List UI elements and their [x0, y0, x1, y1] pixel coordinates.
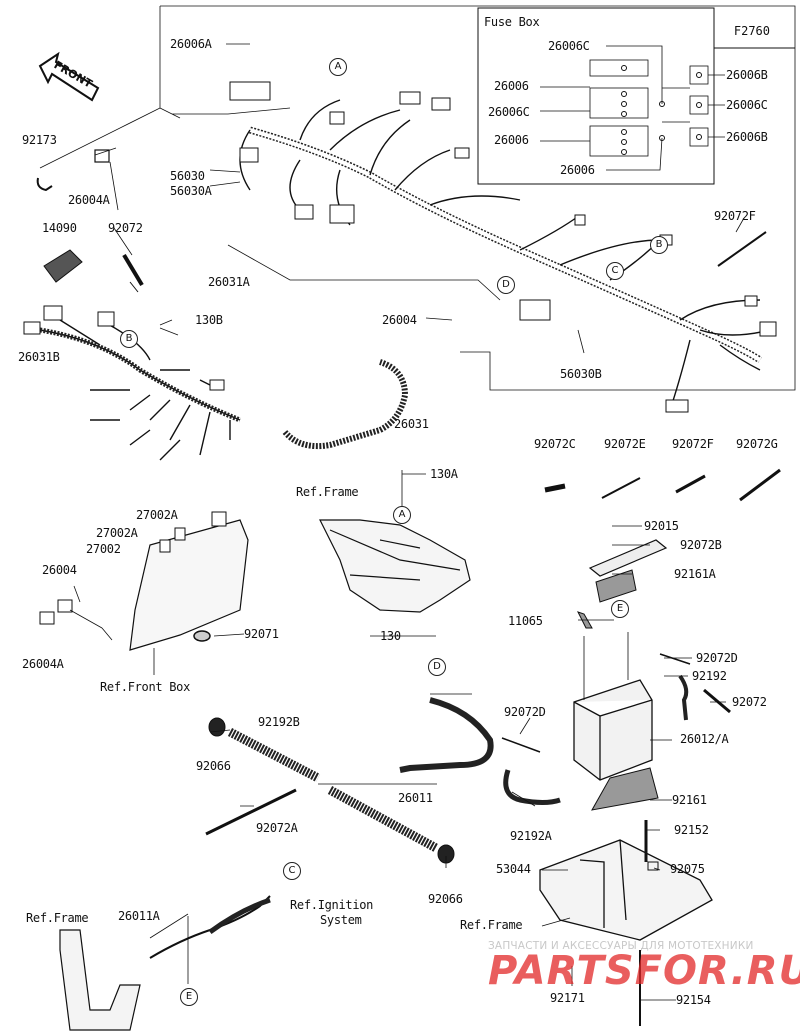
frame-left	[59, 929, 141, 1031]
part-label-26031A: 26031A	[208, 275, 250, 289]
part-label-92072D-mid: 92072D	[504, 705, 546, 719]
figure-code: F2760	[733, 24, 770, 38]
part-label-92171: 92171	[550, 991, 585, 1005]
part-label-92071: 92071	[244, 627, 279, 641]
fuse-label-26006B-bottom: 26006B	[726, 130, 768, 144]
front-box	[129, 519, 249, 651]
part-label-92072C: 92072C	[534, 437, 576, 451]
part-label-27002A-2: 27002A	[96, 526, 138, 540]
part-label-92192: 92192	[692, 669, 727, 683]
callout-e-bottom: E	[180, 988, 198, 1006]
part-label-26004-mid: 26004	[382, 313, 417, 327]
tube-92192A	[503, 769, 561, 805]
callout-a-top: A	[329, 58, 347, 76]
part-label-92072E: 92072E	[604, 437, 646, 451]
tie-92072A	[205, 788, 297, 836]
watermark-tagline: ЗАПЧАСТИ И АКСЕССУАРЫ ДЛЯ МОТОТЕХНИКИ	[488, 940, 754, 952]
watermark-logo: PARTSFOR.RU	[488, 948, 800, 994]
callout-d-top: D	[497, 276, 515, 294]
tube-92192B	[227, 728, 321, 782]
part-label-11065: 11065	[508, 614, 543, 628]
tie-92072C	[544, 483, 566, 493]
part-label-92015: 92015	[644, 519, 679, 533]
part-label-92154: 92154	[676, 993, 711, 1007]
part-label-53044: 53044	[496, 862, 531, 876]
part-label-92072D-right: 92072D	[696, 651, 738, 665]
part-label-92192B: 92192B	[258, 715, 300, 729]
fuse-box-panel	[477, 7, 715, 185]
fuse-label-26006C-mid: 26006C	[488, 105, 530, 119]
part-label-92072F-top: 92072F	[714, 209, 756, 223]
part-label-92066-right: 92066	[428, 892, 463, 906]
front-arrow-icon	[38, 51, 100, 102]
part-label-130A: 130A	[430, 467, 458, 481]
ref-ignition-line2: System	[320, 913, 362, 927]
cable-26011	[399, 697, 494, 773]
part-label-27002: 27002	[86, 542, 121, 556]
part-label-26031: 26031	[394, 417, 429, 431]
bracket-92072B	[588, 539, 668, 577]
frame-center	[319, 519, 471, 613]
tie-92072F	[675, 474, 706, 494]
callout-b-top: B	[650, 236, 668, 254]
harness-group-outline	[39, 5, 478, 169]
part-label-92152: 92152	[674, 823, 709, 837]
fuse-label-26006B-top: 26006B	[726, 68, 768, 82]
callout-c-bottom: C	[283, 862, 301, 880]
ref-frame-left: Ref.Frame	[26, 911, 89, 925]
part-label-130: 130	[380, 629, 401, 643]
tie-92072E	[601, 477, 641, 499]
part-label-130B: 130B	[195, 313, 223, 327]
part-label-56030B: 56030B	[560, 367, 602, 381]
ref-frame-right: Ref.Frame	[460, 918, 523, 932]
part-label-56030: 56030	[170, 169, 205, 183]
part-label-27002A-1: 27002A	[136, 508, 178, 522]
part-label-92066-left: 92066	[196, 759, 231, 773]
part-label-26006A: 26006A	[170, 37, 212, 51]
fuse-label-26006-b: 26006	[494, 133, 529, 147]
part-label-92072-right: 92072	[732, 695, 767, 709]
battery-tray	[539, 839, 713, 941]
ref-frame-top: Ref.Frame	[296, 485, 359, 499]
fuse-label-26006-c: 26006	[560, 163, 595, 177]
part-label-92161A: 92161A	[674, 567, 716, 581]
callout-e-battery: E	[611, 600, 629, 618]
part-label-92161: 92161	[672, 793, 707, 807]
part-label-56030A: 56030A	[170, 184, 212, 198]
fuse-box-title: Fuse Box	[484, 15, 540, 29]
part-label-92072G: 92072G	[736, 437, 778, 451]
part-label-92173: 92173	[22, 133, 57, 147]
ref-front-box: Ref.Front Box	[100, 680, 191, 694]
clamp-92173	[36, 177, 53, 192]
tie-92072F-top	[717, 231, 767, 267]
part-label-92072B: 92072B	[680, 538, 722, 552]
part-label-92072A: 92072A	[256, 821, 298, 835]
part-label-92192A: 92192A	[510, 829, 552, 843]
part-label-26004A-left: 26004A	[22, 657, 64, 671]
harness-26031	[282, 359, 409, 450]
fuse-label-26006C-right: 26006C	[726, 98, 768, 112]
callout-d-bottom: D	[428, 658, 446, 676]
part-label-26004A-top: 26004A	[68, 193, 110, 207]
part-label-14090: 14090	[42, 221, 77, 235]
part-label-26012A: 26012/A	[680, 732, 729, 746]
part-label-26004-left: 26004	[42, 563, 77, 577]
part-label-26011A: 26011A	[118, 909, 160, 923]
callout-b-left: B	[120, 330, 138, 348]
part-label-92075: 92075	[670, 862, 705, 876]
battery-26012	[573, 679, 653, 781]
part-label-26011: 26011	[398, 791, 433, 805]
ref-ignition-line1: Ref.Ignition	[290, 898, 374, 912]
fuse-label-26006C-top: 26006C	[548, 39, 590, 53]
part-label-92072-top: 92072	[108, 221, 143, 235]
fuse-label-26006-a: 26006	[494, 79, 529, 93]
callout-c-top: C	[606, 262, 624, 280]
part-label-92072F: 92072F	[672, 437, 714, 451]
callout-a-bottom: A	[393, 506, 411, 524]
part-label-26031B: 26031B	[18, 350, 60, 364]
tie-92072G	[739, 468, 781, 502]
tape-14090	[43, 249, 83, 283]
